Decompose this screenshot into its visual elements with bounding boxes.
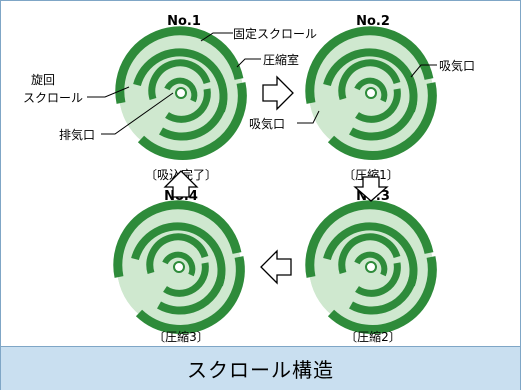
stage-no4: No.4 〔圧縮3〕 — [117, 189, 241, 344]
label-compression-chamber: 圧縮室 — [263, 52, 299, 67]
stage-caption: 〔圧縮1〕 — [343, 167, 399, 182]
scroll-diagram: No.1 〔吸込完了〕 No.2 〔圧縮1〕 No.3 〔圧縮2〕 — [23, 14, 475, 344]
stage-number: No.2 — [356, 14, 390, 29]
leader-lines — [87, 32, 437, 135]
stage-no3: No.3 〔圧縮2〕 — [309, 189, 433, 344]
stage-caption: 〔圧縮3〕 — [153, 329, 209, 344]
label-intake-port-right: 吸気口 — [439, 58, 475, 73]
label-fixed-scroll: 固定スクロール — [233, 26, 317, 41]
label-intake-port-left: 吸気口 — [249, 116, 285, 131]
arrow-right-icon — [262, 75, 294, 111]
stage-no1: No.1 〔吸込完了〕 — [119, 14, 243, 182]
arrow-down-icon — [353, 176, 389, 202]
label-orbiting-line1: 旋回 — [31, 73, 55, 87]
label-orbiting-line2: スクロール — [23, 91, 83, 105]
stage-no2: No.2 〔圧縮1〕 — [309, 14, 433, 182]
stage-caption: 〔圧縮2〕 — [345, 329, 401, 344]
footer-title: スクロール構造 — [187, 358, 334, 382]
arrow-up-icon — [163, 170, 199, 198]
label-discharge-port: 排気口 — [59, 127, 95, 142]
footer-title-bar: スクロール構造 — [1, 346, 520, 390]
arrow-left-icon — [260, 249, 292, 285]
stage-number: No.1 — [167, 14, 201, 29]
